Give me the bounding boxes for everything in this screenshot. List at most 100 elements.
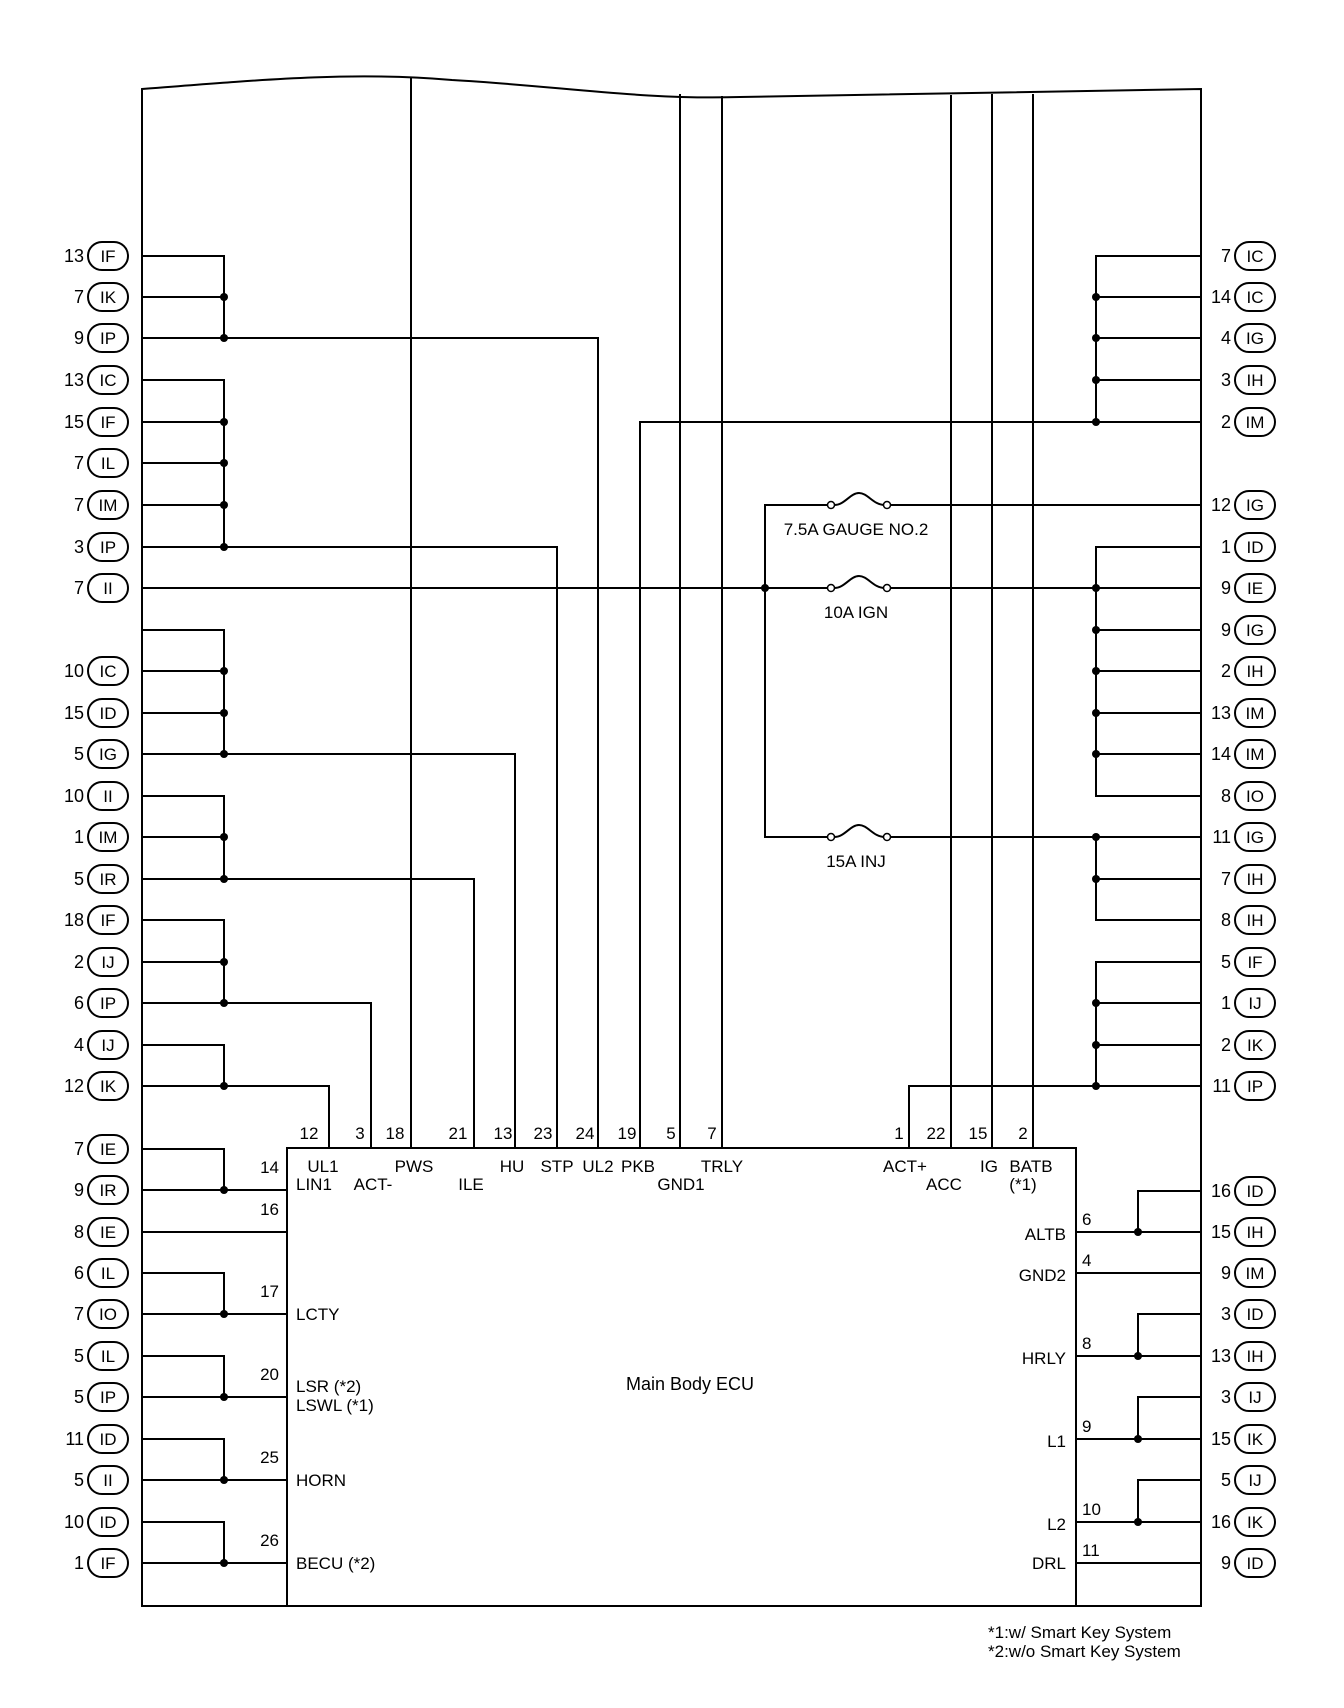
connector-pin-number: 6 [74,993,84,1013]
connector-pill [1234,1258,1276,1288]
connector-pill [1234,1030,1276,1060]
pin-label: PWS [395,1157,434,1176]
connector-pin-number: 10 [64,661,84,681]
connector-pill [1234,1382,1276,1412]
left-connector: IF1 [74,1548,129,1578]
connector-pill [87,1507,129,1537]
connector-pill [1234,864,1276,894]
pin-number: 19 [618,1124,637,1143]
connector-pin-number: 11 [1212,1076,1231,1096]
left-connector: II7 [74,573,129,603]
connector-code: IJ [101,953,114,972]
connector-code: IK [1247,1513,1264,1532]
pin-label: L2 [1047,1515,1066,1534]
connector-pin-number: 5 [74,1470,84,1490]
pin-label: BATB [1009,1157,1052,1176]
right-connector: IK 15 [1211,1424,1276,1454]
connector-code: IK [1247,1430,1264,1449]
connector-code: ID [100,1513,117,1532]
pin-number: 8 [1082,1334,1091,1353]
connector-pill [87,698,129,728]
connector-code: IJ [1248,1388,1261,1407]
ecu-right-pins: 6 ALTB 4 GND2 8 HRLY 9 L1 10 L2 11 DRL [1019,1210,1101,1573]
connector-pin-number: 7 [74,1139,84,1159]
connector-code: IR [100,870,117,889]
connector-pin-number: 9 [1221,620,1231,640]
connector-code: IM [1246,413,1265,432]
pin-label: STP [540,1157,573,1176]
pin-label: LCTY [296,1305,339,1324]
connector-pill [1234,698,1276,728]
left-connector: IK7 [74,282,129,312]
connector-pin-number: 5 [74,869,84,889]
left-connector: IP5 [74,1382,129,1412]
right-connector: IM9 [1221,1258,1276,1288]
connector-pill [87,448,129,478]
connector-code: IP [100,994,116,1013]
pin-label: ILE [458,1175,484,1194]
connector-pin-number: 9 [1221,578,1231,598]
connector-pill [87,988,129,1018]
connector-pill [87,1030,129,1060]
right-connector: ID 1 [1221,532,1276,562]
connector-code: IG [1246,621,1264,640]
fuse-label: 7.5A GAUGE NO.2 [784,520,929,539]
connector-pin-number: 7 [74,1304,84,1324]
left-connector: IE7 [74,1134,129,1164]
connector-pin-number: 7 [1221,869,1231,889]
pin-number: 15 [969,1124,988,1143]
connector-pin-number: 2 [1221,412,1231,432]
connector-code: ID [1247,1554,1264,1573]
connector-pin-number: 15 [64,703,84,723]
connector-code: IM [99,496,118,515]
connector-pin-number: 7 [74,287,84,307]
connector-pin-number: 5 [1221,1470,1231,1490]
pin-number: 13 [494,1124,513,1143]
connector-pill [87,490,129,520]
connector-code: IJ [1248,994,1261,1013]
connector-code: IL [101,454,115,473]
connector-pill [1234,656,1276,686]
connector-pin-number: 11 [1212,827,1231,847]
connector-code: IH [1247,662,1264,681]
connector-code: IG [1246,496,1264,515]
connector-pin-number: 3 [74,537,84,557]
connector-pin-number: 1 [1221,537,1231,557]
connector-code: IH [1247,870,1264,889]
pin-label: PKB [621,1157,655,1176]
connector-pin-number: 9 [74,1180,84,1200]
connector-code: ID [1247,1305,1264,1324]
connector-code: IM [1246,745,1265,764]
pin-label: IG [980,1157,998,1176]
connector-pin-number: 15 [1211,1429,1231,1449]
connector-pin-number: 2 [1221,661,1231,681]
right-connector: ID9 [1221,1548,1276,1578]
pin-number: 5 [666,1124,675,1143]
connector-pin-number: 1 [1221,993,1231,1013]
pin-number: 9 [1082,1417,1091,1436]
left-connector: IR 5 [74,864,129,894]
connector-pill [1234,241,1276,271]
pin-number: 1 [894,1124,903,1143]
right-connector: IJ 1 [1221,988,1276,1018]
left-connector: IR9 [74,1175,129,1205]
connector-pill [1234,739,1276,769]
pin-label: HU [500,1157,525,1176]
connector-pill [87,282,129,312]
left-connector: IM1 [74,822,129,852]
connector-code: IF [100,247,115,266]
connector-pill [1234,1548,1276,1578]
connector-pin-number: 10 [64,1512,84,1532]
connector-pin-number: 7 [1221,246,1231,266]
connector-code: ID [1247,1182,1264,1201]
left-connector: IP9 [74,323,129,353]
connector-pin-number: 9 [1221,1263,1231,1283]
connector-pin-number: 8 [1221,910,1231,930]
connector-code: ID [1247,538,1264,557]
right-connector: IE9 [1221,573,1276,603]
